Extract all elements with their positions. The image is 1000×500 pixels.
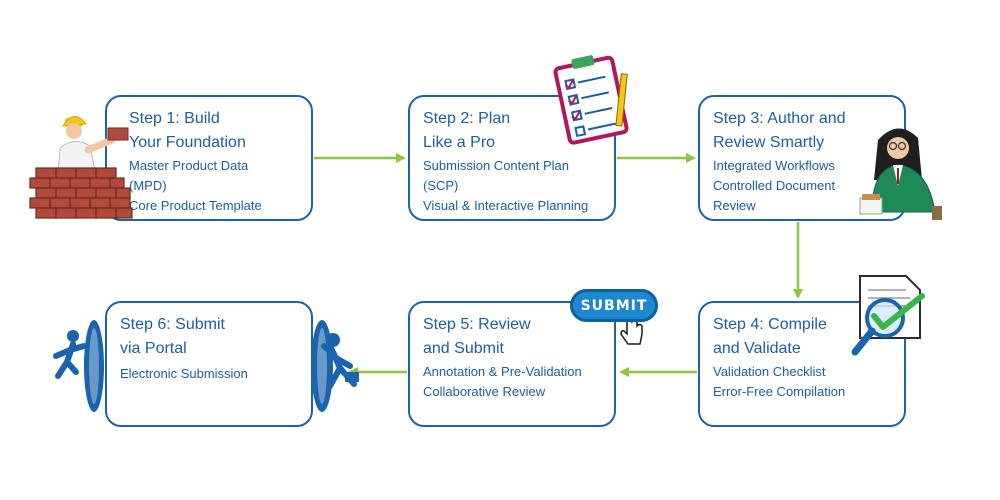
business-woman-reading-icon: [859, 128, 942, 220]
step-1-item-3: Core Product Template: [129, 198, 262, 213]
step-5-item-2: Collaborative Review: [423, 384, 546, 399]
step-4-title-line-2: and Validate: [713, 340, 801, 357]
step-2-title-line-1: Step 2: Plan: [423, 110, 511, 127]
step-5-item-1: Annotation & Pre-Validation: [423, 364, 582, 379]
step-5-box: Step 5: Review and Submit Annotation & P…: [408, 301, 616, 427]
step-2-item-2: (SCP): [423, 178, 459, 193]
step-2-box: Step 2: Plan Like a Pro Submission Conte…: [408, 95, 616, 221]
step-1-item-2: (MPD): [129, 178, 167, 193]
step-2-item-3: Visual & Interactive Planning: [423, 198, 589, 213]
step-1-title-line-2: Your Foundation: [129, 134, 246, 151]
step-3-item-3: Review: [713, 198, 756, 213]
construction-worker-brick-wall-icon: [29, 116, 133, 219]
step-5-title-line-1: Step 5: Review: [423, 316, 531, 333]
submit-button[interactable]: SUBMIT: [570, 289, 658, 322]
clipboard-checklist-icon: [553, 55, 629, 145]
step-3-item-1: Integrated Workflows: [713, 158, 835, 173]
step-3-title-line-1: Step 3: Author and: [713, 110, 846, 127]
step-4-item-2: Error-Free Compilation: [713, 384, 846, 399]
step-2-item-1: Submission Content Plan: [423, 158, 569, 173]
running-man-portal-icon: [53, 320, 359, 412]
step-6-item-1: Electronic Submission: [120, 366, 248, 381]
step-1-box: Step 1: Build Your Foundation Master Pro…: [105, 95, 313, 221]
step-1-title-line-1: Step 1: Build: [129, 110, 220, 127]
step-1-item-1: Master Product Data: [129, 158, 249, 173]
step-4-title-line-1: Step 4: Compile: [713, 316, 827, 333]
step-2-title-line-2: Like a Pro: [423, 134, 496, 151]
step-3-item-2: Controlled Document: [713, 178, 836, 193]
step-5-title-line-2: and Submit: [423, 340, 504, 357]
step-6-title-line-1: Step 6: Submit: [120, 316, 225, 333]
document-magnifier-check-icon: [851, 275, 925, 356]
step-6-box: Step 6: Submit via Portal Electronic Sub…: [105, 301, 313, 427]
step-6-title-line-2: via Portal: [120, 340, 187, 357]
step-4-item-1: Validation Checklist: [713, 364, 826, 379]
step-3-title-line-2: Review Smartly: [713, 134, 825, 151]
